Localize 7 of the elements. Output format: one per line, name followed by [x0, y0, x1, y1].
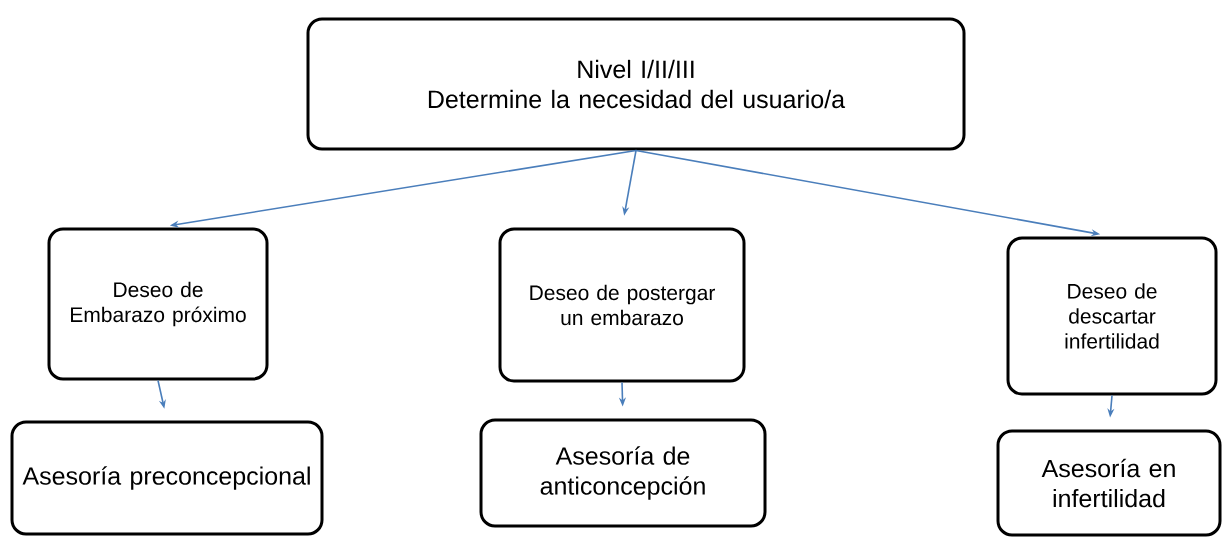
rounded-box: Deseo de postergar un embarazo [498, 227, 746, 383]
rounded-box: Asesoría preconcepcional [10, 420, 324, 536]
rounded-box: Deseo de descartar infertilidad [1006, 236, 1218, 396]
rounded-box: Asesoría en infertilidad [996, 429, 1222, 537]
rounded-box: Nivel I/II/III Determine la necesidad del usuario/a [306, 17, 966, 151]
rounded-box: Asesoría de anticoncepción [479, 418, 767, 528]
rounded-box: Deseo de Embarazo próximo [47, 227, 269, 381]
